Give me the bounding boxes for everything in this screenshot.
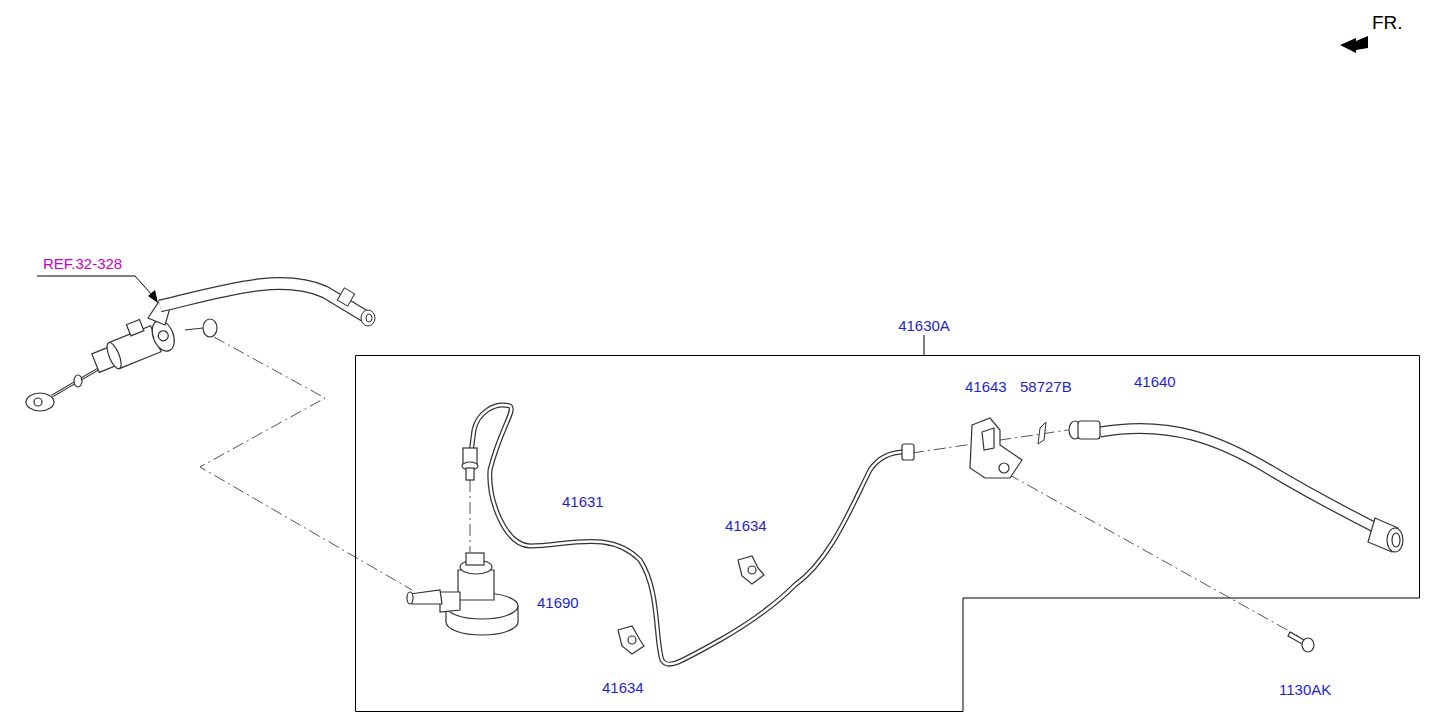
group-outline xyxy=(356,356,1420,712)
group-outline xyxy=(355,355,1420,712)
hose-end xyxy=(366,314,372,322)
master-cylinder xyxy=(26,300,217,411)
clutch-pipe xyxy=(470,405,905,664)
hose-end xyxy=(361,310,375,326)
arrow-head xyxy=(148,290,158,303)
callout-number: 41690 xyxy=(536,594,580,611)
hose-fitting xyxy=(1069,421,1403,552)
clutch-pipe xyxy=(470,405,905,664)
callout-number: 41631 xyxy=(561,493,605,510)
clutch-hose xyxy=(1100,428,1390,535)
leader-line xyxy=(37,276,153,296)
front-arrow xyxy=(1340,36,1368,53)
group-number: 41630A xyxy=(897,317,951,334)
assembly-line xyxy=(200,337,1298,636)
callout-number: 1130AK xyxy=(1278,681,1332,698)
hose-bracket xyxy=(970,418,1022,478)
reference-label: REF.32-328 xyxy=(42,255,123,273)
pipe-fitting xyxy=(462,444,914,480)
callout-number: 41643 xyxy=(964,378,1008,395)
pipe-clamp xyxy=(618,556,764,654)
front-marker: FR. xyxy=(1371,12,1404,34)
callout-number: 41634 xyxy=(724,517,768,534)
connector-part xyxy=(407,553,518,635)
retaining-clip xyxy=(1038,422,1046,444)
bolt xyxy=(1288,632,1314,652)
assembly-group: 41630A xyxy=(355,355,1420,712)
callout-number: 41640 xyxy=(1133,373,1177,390)
leader-line xyxy=(924,335,925,355)
reservoir-hose xyxy=(160,284,368,318)
reservoir-hose xyxy=(160,284,368,318)
hose-clip xyxy=(337,288,354,306)
callout-number: 41634 xyxy=(601,679,645,696)
clutch-hose xyxy=(1100,428,1390,535)
callout-number: 58727B xyxy=(1019,378,1073,395)
